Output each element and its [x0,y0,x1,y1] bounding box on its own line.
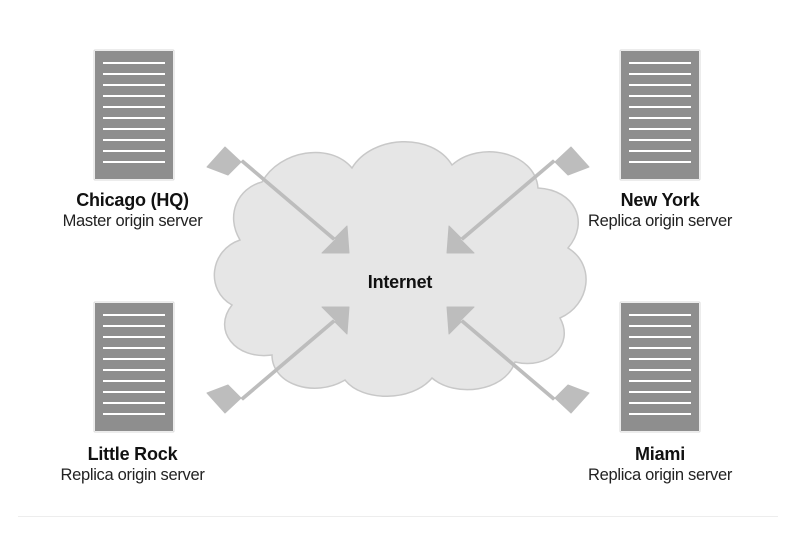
internet-cloud-icon [213,141,587,397]
chicago-server-icon [93,49,175,181]
node-name: Miami [634,444,685,464]
miami-internet-arrow-icon [446,306,590,414]
internet-label: Internet [367,272,433,292]
node-role: Master origin server [62,212,203,230]
node-chicago-label: Chicago (HQ) Master origin server [30,190,235,232]
node-role: Replica origin server [587,466,733,484]
node-name: Chicago (HQ) [76,190,189,210]
node-little-rock-label: Little Rock Replica origin server [30,444,235,486]
node-new-york-label: New York Replica origin server [560,190,760,232]
miami-server-icon [619,301,701,433]
chicago-internet-arrow-icon [206,146,350,254]
new-york-internet-arrow-icon [446,146,590,254]
little-rock-internet-arrow-icon [206,306,350,414]
node-role: Replica origin server [60,466,205,484]
node-name: New York [620,190,700,210]
new-york-server-icon [619,49,701,181]
cloud-icon [213,141,587,397]
node-miami-label: Miami Replica origin server [560,444,760,486]
node-role: Replica origin server [587,212,733,230]
node-name: Little Rock [87,444,178,464]
little-rock-server-icon [93,301,175,433]
bottom-divider [18,516,778,517]
connection-arrows [206,146,590,414]
